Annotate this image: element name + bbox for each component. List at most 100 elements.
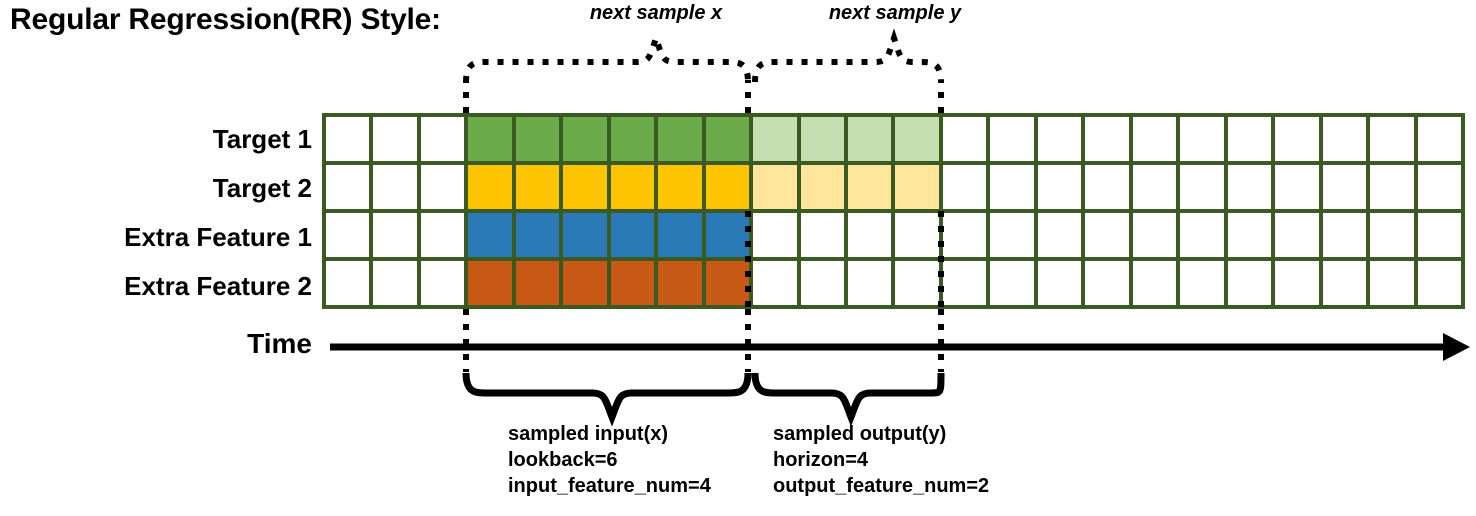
solid-brace-sampled-input xyxy=(462,372,752,427)
grid-cell-r2-c13 xyxy=(895,165,939,209)
grid-cell-r1-c13 xyxy=(895,117,939,161)
grid-cell-r4-c12 xyxy=(848,261,892,305)
grid-cell-r1-c16 xyxy=(1037,117,1082,161)
grid-cell-r3-c24 xyxy=(1417,213,1461,257)
grid-cell-r1-c24 xyxy=(1417,117,1461,161)
grid-cell-r1-c15 xyxy=(990,117,1034,161)
grid-cell-r4-c8 xyxy=(658,261,702,305)
grid-cell-r4-c4 xyxy=(468,261,512,305)
grid-cell-r3-c14 xyxy=(942,213,987,257)
grid-cell-r2-c14 xyxy=(942,165,987,209)
grid-cell-r2-c3 xyxy=(420,165,465,209)
grid-cell-r1-c11 xyxy=(800,117,845,161)
grid-cell-r3-c13 xyxy=(895,213,939,257)
grid-cell-r4-c6 xyxy=(563,261,607,305)
grid-cell-r2-c18 xyxy=(1132,165,1177,209)
axis-label-time: Time xyxy=(247,328,312,359)
grid-cell-r3-c7 xyxy=(610,213,655,257)
timeline-grid xyxy=(322,113,1465,309)
grid-cell-r2-c1 xyxy=(326,165,370,209)
grid-cell-r1-c2 xyxy=(373,117,417,161)
grid-cell-r4-c21 xyxy=(1275,261,1319,305)
caption-sampled-output: sampled output(y) horizon=4 output_featu… xyxy=(773,421,989,499)
dotted-brace-next-sample-y xyxy=(752,28,944,83)
annotation-label-next-sample-x: next sample x xyxy=(589,2,723,24)
grid-cell-r1-c5 xyxy=(515,117,560,161)
grid-cell-r4-c15 xyxy=(990,261,1034,305)
grid-cell-r4-c2 xyxy=(373,261,417,305)
grid-cell-r3-c8 xyxy=(658,213,702,257)
grid-cell-r1-c1 xyxy=(326,117,370,161)
grid-cell-r1-c21 xyxy=(1275,117,1319,161)
caption-input-line1: sampled input(x) xyxy=(508,423,669,445)
grid-cell-r1-c8 xyxy=(658,117,702,161)
caption-output-line2: horizon=4 xyxy=(773,449,869,471)
grid-cell-r3-c9 xyxy=(705,213,750,257)
grid-cell-r2-c2 xyxy=(373,165,417,209)
annotation-label-next-sample-y: next sample y xyxy=(828,2,962,24)
grid-cell-r4-c16 xyxy=(1037,261,1082,305)
grid-cell-r4-c10 xyxy=(753,261,797,305)
caption-output-line3: output_feature_num=2 xyxy=(773,475,990,497)
caption-output-line1: sampled output(y) xyxy=(773,423,947,445)
grid-cell-r1-c19 xyxy=(1180,117,1224,161)
row-label-target-2: Target 2 xyxy=(212,173,312,203)
grid-cell-r3-c2 xyxy=(373,213,417,257)
row-label-column: Target 1 Target 2 Extra Feature 1 Extra … xyxy=(0,113,312,308)
dotted-brace-next-sample-x xyxy=(463,28,751,83)
grid-cell-r3-c4 xyxy=(468,213,512,257)
grid-cell-r4-c14 xyxy=(942,261,987,305)
grid-cell-r3-c17 xyxy=(1085,213,1129,257)
grid-cell-r3-c11 xyxy=(800,213,845,257)
grid-cell-r2-c5 xyxy=(515,165,560,209)
row-label-extra-feature-1: Extra Feature 1 xyxy=(124,222,312,252)
grid-cell-r1-c9 xyxy=(705,117,750,161)
grid-cell-r1-c17 xyxy=(1085,117,1129,161)
grid-cell-r4-c5 xyxy=(515,261,560,305)
grid-cell-r4-c18 xyxy=(1132,261,1177,305)
grid-cell-r4-c7 xyxy=(610,261,655,305)
grid-cell-r3-c5 xyxy=(515,213,560,257)
grid-cell-r1-c4 xyxy=(468,117,512,161)
grid-cell-r1-c3 xyxy=(420,117,465,161)
grid-cell-r2-c8 xyxy=(658,165,702,209)
grid-cell-r2-c11 xyxy=(800,165,845,209)
grid-cell-r1-c14 xyxy=(942,117,987,161)
grid-cell-r3-c18 xyxy=(1132,213,1177,257)
grid-cell-r1-c18 xyxy=(1132,117,1177,161)
caption-input-line2: lookback=6 xyxy=(508,449,618,471)
grid-cell-r3-c19 xyxy=(1180,213,1224,257)
grid-cell-r4-c9 xyxy=(705,261,750,305)
grid-cell-r2-c12 xyxy=(848,165,892,209)
solid-brace-sampled-output xyxy=(751,372,945,427)
grid-cell-r4-c17 xyxy=(1085,261,1129,305)
grid-cell-r2-c21 xyxy=(1275,165,1319,209)
grid-cell-r3-c10 xyxy=(753,213,797,257)
grid-cell-r4-c23 xyxy=(1370,261,1414,305)
grid-cell-r3-c1 xyxy=(326,213,370,257)
grid-cell-r2-c24 xyxy=(1417,165,1461,209)
grid-cell-r4-c13 xyxy=(895,261,939,305)
grid-cell-r2-c9 xyxy=(705,165,750,209)
grid-cell-r2-c4 xyxy=(468,165,512,209)
grid-cell-r3-c16 xyxy=(1037,213,1082,257)
grid-cell-r3-c15 xyxy=(990,213,1034,257)
grid-cell-r4-c19 xyxy=(1180,261,1224,305)
grid-cell-r2-c19 xyxy=(1180,165,1224,209)
row-label-extra-feature-2: Extra Feature 2 xyxy=(124,271,312,301)
grid-cell-r1-c23 xyxy=(1370,117,1414,161)
grid-cell-r1-c7 xyxy=(610,117,655,161)
grid-cell-r3-c23 xyxy=(1370,213,1414,257)
grid-cell-r2-c10 xyxy=(753,165,797,209)
grid-cell-r4-c3 xyxy=(420,261,465,305)
grid-cell-r4-c1 xyxy=(326,261,370,305)
grid-cell-r3-c6 xyxy=(563,213,607,257)
caption-input-line3: input_feature_num=4 xyxy=(508,475,711,497)
grid-cell-r3-c12 xyxy=(848,213,892,257)
grid-cell-r1-c6 xyxy=(563,117,607,161)
grid-cell-r3-c22 xyxy=(1322,213,1367,257)
grid-cell-r2-c16 xyxy=(1037,165,1082,209)
row-label-target-1: Target 1 xyxy=(212,124,312,154)
grid-cell-r1-c20 xyxy=(1227,117,1272,161)
